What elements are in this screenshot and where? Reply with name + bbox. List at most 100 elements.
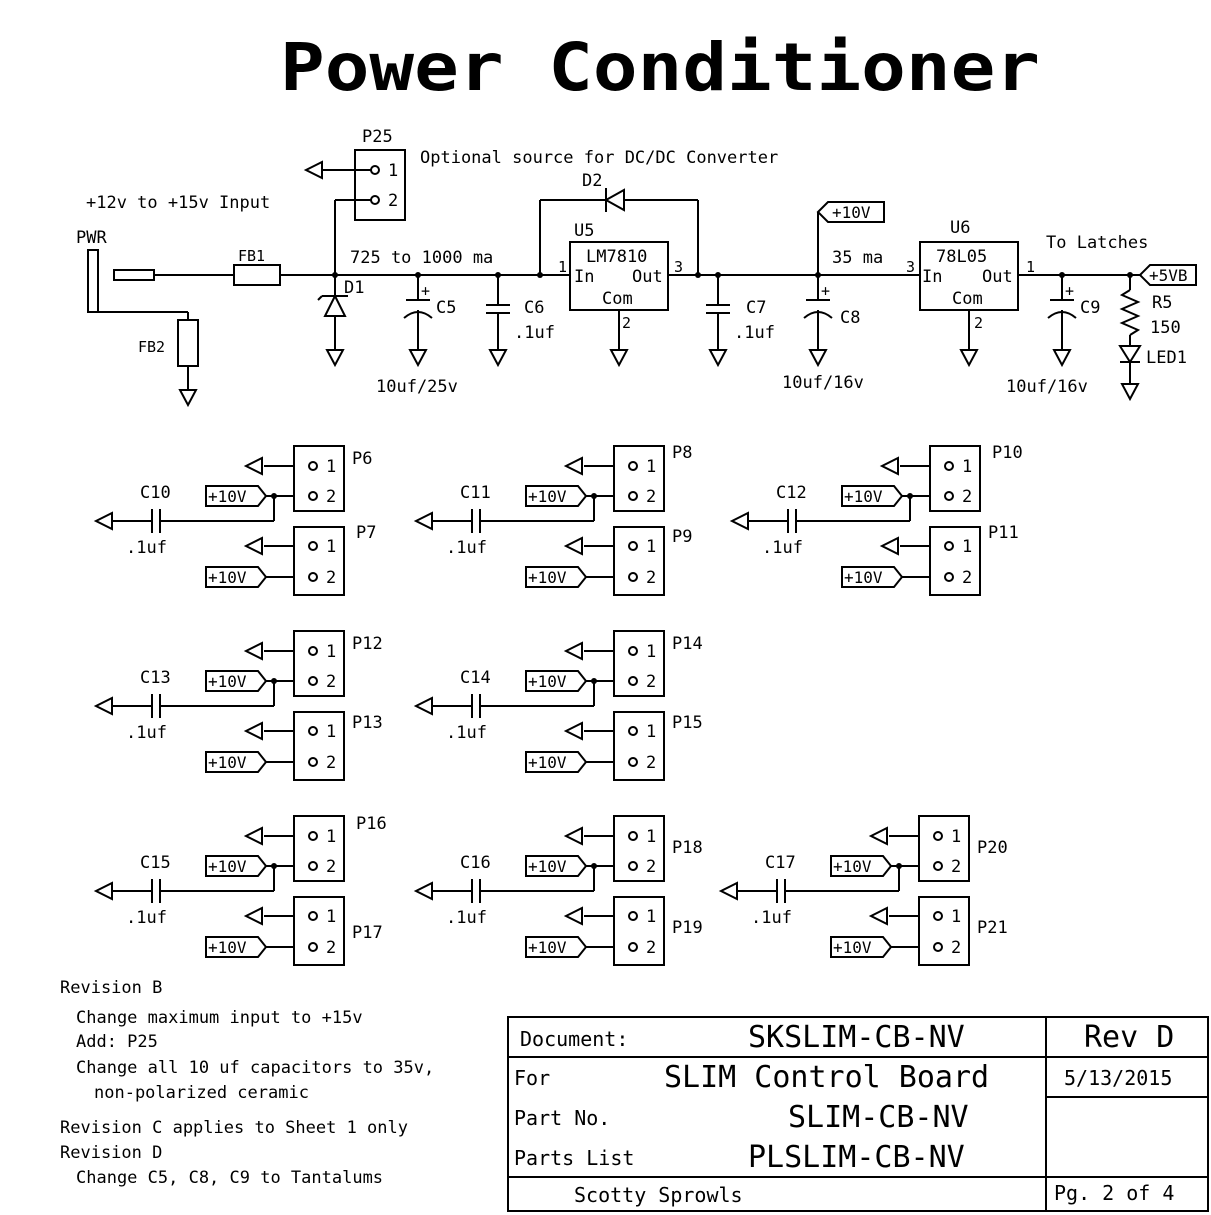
regulator-u6: U6 78L05 In Out Com 3 1 2 xyxy=(906,218,1035,368)
cap-label: C14 xyxy=(460,668,491,688)
u6-pin-com: 2 xyxy=(974,314,983,332)
cap-label: C11 xyxy=(460,483,491,503)
resistor-r5-led1: R5 150 LED1 xyxy=(1118,272,1187,402)
connector-group-c14: C14 .1uf P14 P15 +10V +10V 1 2 1 2 xyxy=(413,630,703,781)
pin2: 2 xyxy=(326,672,336,692)
for-label: For xyxy=(514,1066,550,1090)
regulator-u5: U5 LM7810 In Out Com 1 3 2 xyxy=(540,221,683,368)
rev-b-note-1: Change maximum input to +15v xyxy=(76,1008,363,1028)
p25-ref: P25 xyxy=(362,127,393,147)
u5-com: Com xyxy=(602,289,633,309)
c8-label: C8 xyxy=(840,308,860,328)
svg-text:+: + xyxy=(421,282,430,300)
page-title: Power Conditioner xyxy=(280,29,1040,106)
pwr-label: PWR xyxy=(76,228,107,248)
net-flag-lower: +10V xyxy=(528,753,567,772)
pin2: 2 xyxy=(326,857,336,877)
pin1: 1 xyxy=(646,722,656,742)
title-block: Document: SKSLIM-CB-NV Rev D For SLIM Co… xyxy=(507,1016,1209,1212)
current-u6: 35 ma xyxy=(832,248,883,268)
connector-lower-label: P17 xyxy=(352,923,383,943)
connector-group-c13: C13 .1uf P12 P13 +10V +10V 1 2 1 2 xyxy=(93,630,383,781)
power-section: P25 1 2 Optional source for DC/DC Conver… xyxy=(76,127,1197,408)
cap-value: .1uf xyxy=(126,538,167,558)
capacitor-c9: + C9 10uf/16v xyxy=(1006,272,1100,397)
pin1: 1 xyxy=(326,827,336,847)
net-flag-lower: +10V xyxy=(833,938,872,957)
cap-value: .1uf xyxy=(762,538,803,558)
parts-list-value: PLSLIM-CB-NV xyxy=(748,1140,965,1175)
pin2: 2 xyxy=(646,938,656,958)
rev-b-note-2: Add: P25 xyxy=(76,1032,158,1052)
pin2: 2 xyxy=(326,938,336,958)
input-label: +12v to +15v Input xyxy=(86,193,270,213)
u6-out: Out xyxy=(982,267,1013,287)
connector-group-c15: C15 .1uf P16 P17 +10V +10V 1 2 1 2 xyxy=(93,814,387,966)
cap-label: C17 xyxy=(765,853,796,873)
rev-b-heading: Revision B xyxy=(60,978,162,998)
c9-label: C9 xyxy=(1080,298,1100,318)
net-flag-5vb: +5VB xyxy=(1138,264,1197,286)
pin2: 2 xyxy=(646,857,656,877)
d2-label: D2 xyxy=(582,171,602,191)
connector-lower-label: P21 xyxy=(977,918,1008,938)
net-flag-lower: +10V xyxy=(528,938,567,957)
net-5vb-label: +5VB xyxy=(1149,266,1188,285)
r5-label: R5 xyxy=(1152,293,1172,313)
pin2: 2 xyxy=(646,487,656,507)
connector-upper-label: P14 xyxy=(672,634,703,654)
author: Scotty Sprowls xyxy=(574,1183,743,1207)
pin1: 1 xyxy=(326,457,336,477)
pin1: 1 xyxy=(962,457,972,477)
pin1: 1 xyxy=(962,537,972,557)
u5-in: In xyxy=(574,267,594,287)
connector-lower-label: P7 xyxy=(356,523,376,543)
fb1-label: FB1 xyxy=(238,247,265,265)
pin2: 2 xyxy=(326,753,336,773)
connector-group-c11: C11 .1uf P8 P9 +10V +10V 1 2 1 2 xyxy=(413,443,692,596)
c5-value: 10uf/25v xyxy=(376,377,458,397)
for-value: SLIM Control Board xyxy=(664,1060,989,1095)
power-jack xyxy=(87,249,234,320)
capacitor-c8: +10V + C8 10uf/16v xyxy=(782,201,885,393)
u6-in: In xyxy=(922,267,942,287)
pin2: 2 xyxy=(646,568,656,588)
connector-upper-label: P6 xyxy=(352,449,372,469)
connector-groups: C10 .1uf P6 P7 +10V +10V 1 2 1 2 xyxy=(93,443,1023,966)
d1-label: D1 xyxy=(344,278,364,298)
to-latches-label: To Latches xyxy=(1046,233,1148,253)
cap-value: .1uf xyxy=(126,723,167,743)
pin2: 2 xyxy=(326,568,336,588)
connector-lower-label: P13 xyxy=(352,713,383,733)
net-flag-upper: +10V xyxy=(208,857,247,876)
net-flag-lower: +10V xyxy=(528,568,567,587)
pin1: 1 xyxy=(326,537,336,557)
u5-part: LM7810 xyxy=(586,247,647,267)
rev-b-note-3: Change all 10 uf capacitors to 35v, xyxy=(76,1058,434,1078)
rev-d-heading: Revision D xyxy=(60,1143,162,1163)
pin1: 1 xyxy=(646,537,656,557)
pin1: 1 xyxy=(951,827,961,847)
net-10v-top: +10V xyxy=(832,203,871,222)
pin2: 2 xyxy=(951,857,961,877)
connector-upper-label: P8 xyxy=(672,443,692,463)
u6-pin-out: 1 xyxy=(1026,258,1035,276)
pin1: 1 xyxy=(326,907,336,927)
net-flag-lower: +10V xyxy=(208,938,247,957)
capacitor-c7: C7 .1uf xyxy=(706,272,775,368)
u5-out: Out xyxy=(632,267,663,287)
cap-value: .1uf xyxy=(446,723,487,743)
cap-value: .1uf xyxy=(126,908,167,928)
u5-ref: U5 xyxy=(574,221,594,241)
pin2: 2 xyxy=(951,938,961,958)
rev-value: Rev D xyxy=(1084,1020,1174,1055)
svg-text:+: + xyxy=(1065,282,1074,300)
p25-pin2: 2 xyxy=(388,191,398,211)
revision-notes: Revision B Change maximum input to +15v … xyxy=(60,978,434,1188)
pin1: 1 xyxy=(951,907,961,927)
connector-upper-label: P16 xyxy=(356,814,387,834)
cap-value: .1uf xyxy=(446,538,487,558)
pin2: 2 xyxy=(646,672,656,692)
svg-text:+: + xyxy=(821,282,830,300)
